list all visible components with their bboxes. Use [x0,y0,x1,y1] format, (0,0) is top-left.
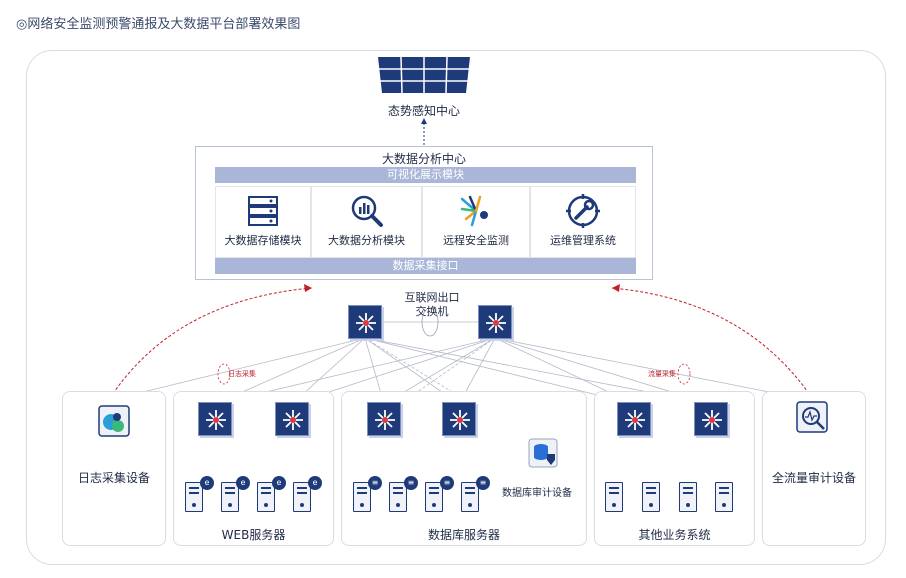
web-globe-icon: e [200,476,214,490]
module-remote-monitor: 远程安全监测 [422,186,530,258]
web-switch-right [275,402,309,436]
web-server [293,482,311,512]
web-globe-icon: e [308,476,322,490]
module-label: 远程安全监测 [443,234,509,247]
module-label: 大数据存储模块 [224,234,302,247]
web-server [257,482,275,512]
arrowhead-icon [612,284,620,292]
switch-icon [450,410,470,430]
core-switch-label-2: 交换机 [415,305,449,318]
other-server [679,482,697,512]
switch-icon [283,410,303,430]
database-icon: ≡ [404,476,418,490]
web-switch-left [198,402,232,436]
switch-icon [356,313,376,333]
database-icon: ≡ [368,476,382,490]
other-server [715,482,733,512]
video-wall-icon [378,56,470,94]
arrowhead-icon [421,118,427,124]
module-ops: 运维管理系统 [530,186,636,258]
module-storage: 大数据存储模块 [215,186,311,258]
analysis-center-title: 大数据分析中心 [381,152,466,166]
other-server [605,482,623,512]
satellite-icon [460,195,488,227]
link-line [364,337,635,405]
page-title: ◎网络安全监测预警通报及大数据平台部署效果图 [16,17,301,32]
web-globe-icon: e [272,476,286,490]
db-server [389,482,407,512]
flow-audit-label: 全流量审计设备 [771,471,856,485]
core-switch-label-1: 互联网出口 [404,291,460,304]
link-line [109,337,366,401]
db-switch-right [442,402,476,436]
log-collection-arc [109,287,313,399]
web-server [185,482,203,512]
db-server [353,482,371,512]
flow-collection-tag: 流量采集 [648,370,676,378]
switch-icon [702,410,722,430]
log-device-icon [98,405,130,437]
flow-collection-arc [611,287,813,399]
web-zone-label: WEB服务器 [221,528,286,542]
other-zone-label: 其他业务系统 [638,528,711,542]
log-collection-tag: 日志采集 [228,370,256,378]
situation-center-label: 态势感知中心 [387,104,460,118]
web-globe-icon: e [236,476,250,490]
wrench-gear-icon [566,194,600,228]
data-collection-bar: 数据采集接口 [215,258,636,274]
other-switch-left [617,402,651,436]
web-server [221,482,239,512]
db-server [425,482,443,512]
zone-flow-audit: 全流量审计设备 [762,391,866,546]
switch-icon [486,313,506,333]
module-label: 大数据分析模块 [328,234,405,247]
db-audit-label: 数据库审计设备 [502,488,572,499]
other-server [642,482,660,512]
database-icon: ≡ [440,476,454,490]
link-line [494,337,811,401]
module-analysis: 大数据分析模块 [311,186,422,258]
other-switch-right [694,402,728,436]
core-switch-left [348,305,382,339]
visualization-bar: 可视化展示模块 [215,167,636,183]
zone-log-device: 日志采集设备 [62,391,166,546]
log-device-label: 日志采集设备 [77,471,150,485]
server-rack-icon [248,196,278,226]
database-icon: ≡ [476,476,490,490]
switch-icon [625,410,645,430]
db-server [461,482,479,512]
module-label: 运维管理系统 [550,234,616,247]
db-switch-left [367,402,401,436]
flow-audit-icon [796,401,828,433]
db-zone-label: 数据库服务器 [427,528,500,542]
arrowhead-icon [304,284,312,292]
db-audit-icon [528,438,558,468]
switch-icon [375,410,395,430]
switch-icon [206,410,226,430]
core-switch-right [478,305,512,339]
magnify-chart-icon [351,195,383,227]
